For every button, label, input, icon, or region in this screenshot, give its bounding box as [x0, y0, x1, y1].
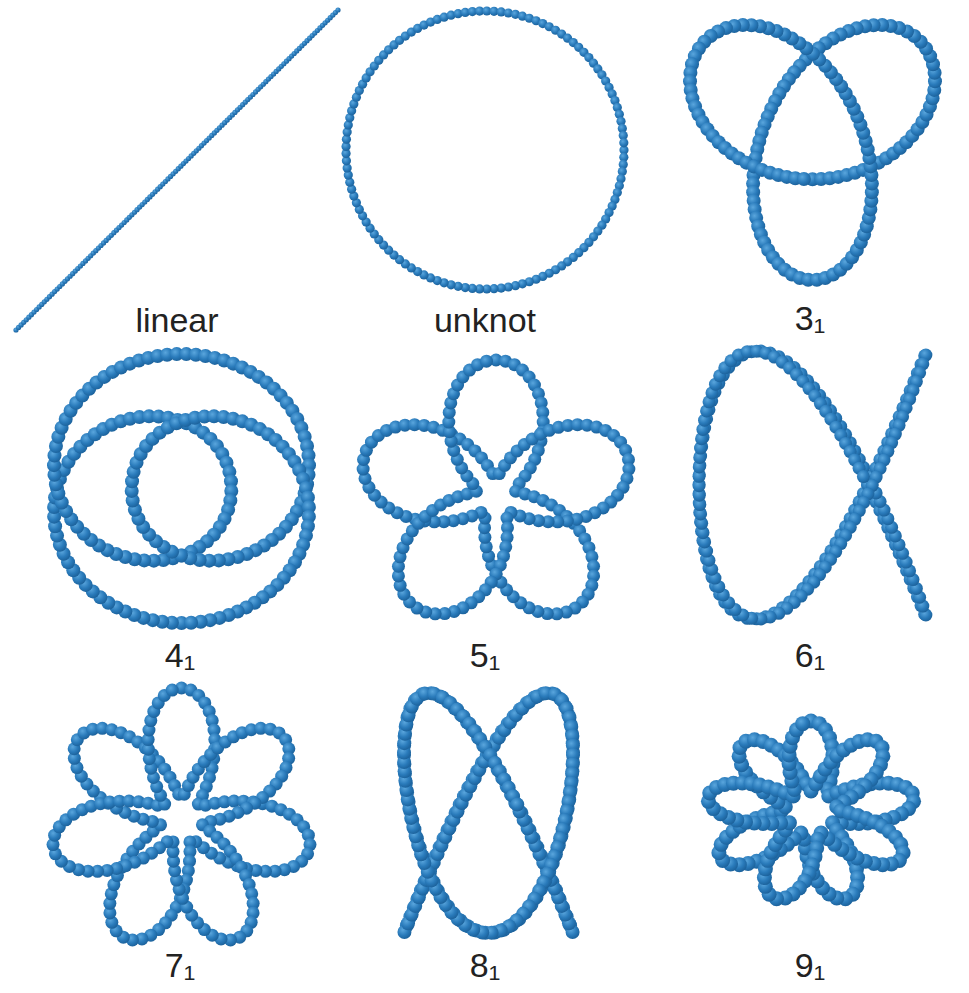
knot-label: 5₁: [470, 635, 500, 675]
bead: [510, 798, 524, 812]
bead: [857, 470, 870, 483]
knot-label: 7₁: [165, 945, 195, 985]
bead: [166, 684, 179, 697]
knot-label: 4₁: [165, 635, 195, 675]
bead: [480, 355, 493, 368]
bead: [795, 716, 810, 731]
bead: [335, 7, 340, 12]
knot-label: 9₁: [795, 945, 825, 985]
knot-label: 3₁: [795, 298, 825, 338]
knot-label: linear: [135, 300, 218, 340]
knot-label: 6₁: [795, 635, 825, 675]
bead: [184, 616, 198, 630]
knot-label: 8₁: [470, 945, 500, 985]
bead: [797, 172, 811, 186]
knot-label: unknot: [434, 300, 536, 340]
bead: [619, 138, 628, 147]
